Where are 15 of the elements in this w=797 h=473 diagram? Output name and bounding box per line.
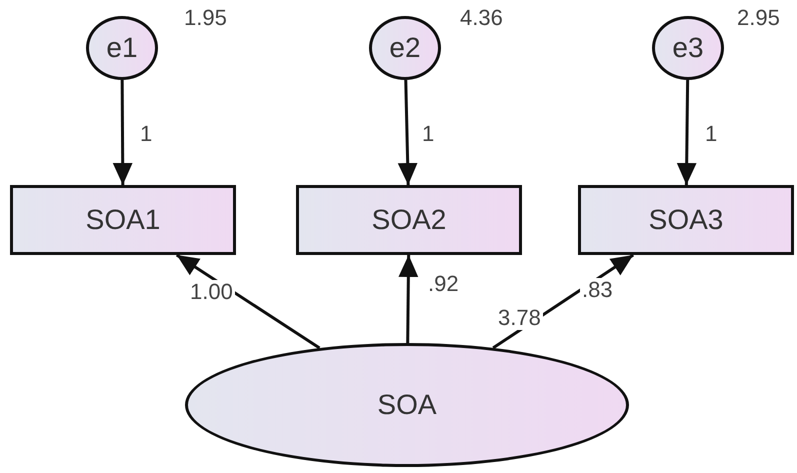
variable-name: SOA1	[86, 204, 160, 236]
variable-name: SOA	[377, 389, 437, 421]
observed-variable-box	[10, 185, 236, 255]
variable-name: e2	[389, 32, 421, 64]
arrow	[398, 80, 418, 186]
arrow	[676, 80, 697, 186]
observed-variable-box	[578, 185, 794, 255]
variable-name: SOA3	[648, 204, 724, 236]
variable-name: e3	[672, 32, 704, 64]
arrow	[176, 254, 320, 350]
observed-variable-box	[296, 185, 522, 255]
arrow	[398, 254, 418, 344]
variable-name: SOA2	[372, 204, 446, 236]
arrow	[112, 80, 133, 185]
variable-name: e1	[106, 32, 138, 64]
